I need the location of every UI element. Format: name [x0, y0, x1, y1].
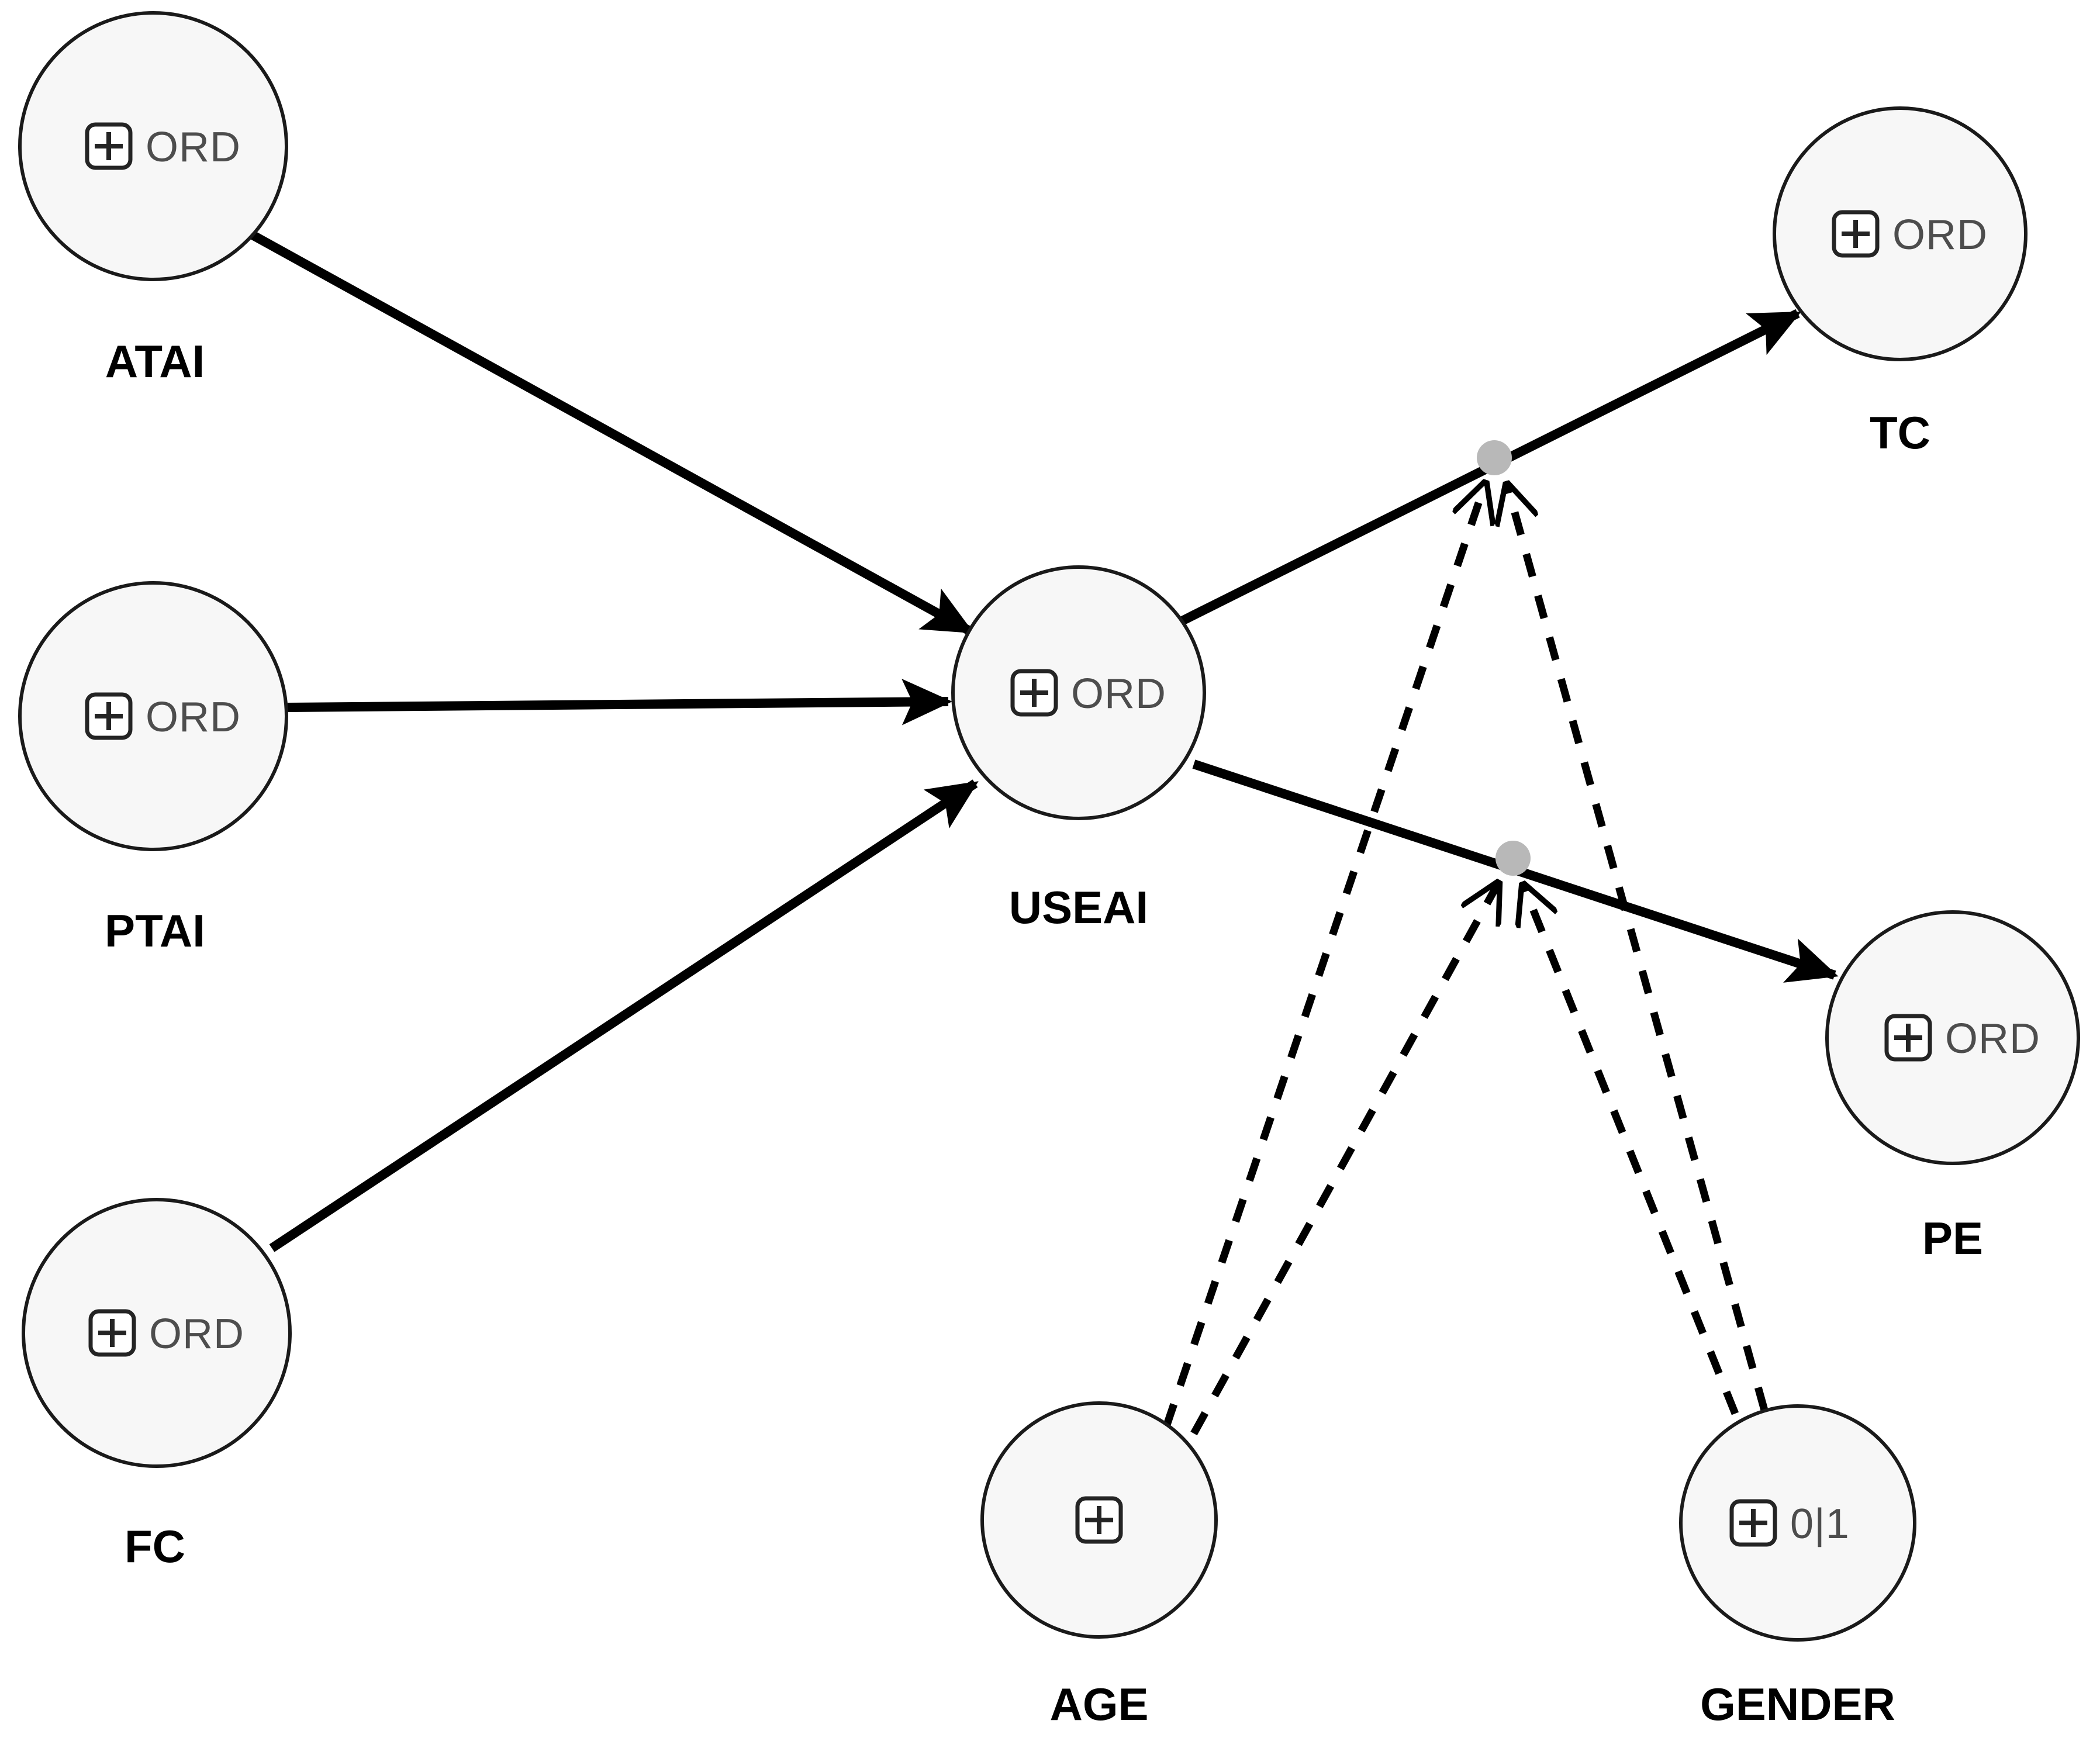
- node-inner-label-gender: 0|1: [1790, 1501, 1850, 1547]
- node-inner-label-atai: ORD: [146, 124, 241, 171]
- node-inner-label-pe: ORD: [1945, 1015, 2040, 1062]
- moderator-points-layer: [1477, 440, 1531, 876]
- node-pe[interactable]: ORD: [1825, 910, 2080, 1165]
- node-caption-pe: PE: [1922, 1212, 1983, 1264]
- node-circle-fc[interactable]: [22, 1198, 292, 1468]
- edge-atai-to-useai: [250, 230, 975, 636]
- node-inner-label-tc: ORD: [1892, 212, 1988, 258]
- node-circle-gender[interactable]: [1679, 1404, 1916, 1642]
- node-inner-label-fc: ORD: [149, 1311, 244, 1357]
- node-inner-label-ptai: ORD: [146, 694, 241, 741]
- plus-box-icon: [85, 692, 133, 740]
- node-circle-atai[interactable]: [18, 11, 288, 281]
- node-useai[interactable]: ORD: [951, 565, 1206, 820]
- node-fc[interactable]: ORD: [22, 1198, 292, 1468]
- node-caption-fc: FC: [125, 1521, 185, 1572]
- node-tc[interactable]: ORD: [1773, 106, 2028, 361]
- node-atai[interactable]: ORD: [18, 11, 288, 281]
- edge-gender-to-mod-useai-tc: [1507, 485, 1769, 1411]
- plus-box-icon: [1075, 1496, 1123, 1544]
- node-age[interactable]: [980, 1401, 1218, 1639]
- edges-layer: [250, 230, 1839, 1436]
- node-circle-tc[interactable]: [1773, 106, 2028, 361]
- node-caption-ptai: PTAI: [105, 905, 205, 956]
- node-circle-ptai[interactable]: [18, 581, 288, 851]
- edge-age-to-mod-useai-tc: [1162, 484, 1485, 1428]
- moderation-point-mod-useai-pe: [1495, 841, 1531, 876]
- plus-box-icon: [85, 122, 133, 170]
- moderation-point-mod-useai-tc: [1477, 440, 1512, 475]
- plus-box-icon: [1832, 210, 1880, 258]
- plus-box-icon: [88, 1309, 136, 1357]
- edge-age-to-mod-useai-pe: [1190, 884, 1498, 1436]
- node-circle-pe[interactable]: [1825, 910, 2080, 1165]
- node-caption-useai: USEAI: [1009, 882, 1148, 933]
- edge-ptai-to-useai: [287, 678, 952, 726]
- node-caption-atai: ATAI: [105, 336, 205, 387]
- node-gender[interactable]: 0|1: [1679, 1404, 1916, 1642]
- node-ptai[interactable]: ORD: [18, 581, 288, 851]
- node-caption-gender: GENDER: [1700, 1678, 1895, 1730]
- plus-box-icon: [1884, 1014, 1932, 1062]
- edge-fc-to-useai: [269, 779, 979, 1252]
- nodes-layer: ORD ATAI ORD PTAI ORD FC ORD USEAI ORD TC ORD PE AGE…: [18, 11, 2080, 1730]
- node-circle-useai[interactable]: [951, 565, 1206, 820]
- node-inner-label-useai: ORD: [1071, 671, 1166, 717]
- plus-box-icon: [1010, 669, 1058, 717]
- plus-box-icon: [1729, 1499, 1777, 1547]
- edge-gender-to-mod-useai-pe: [1524, 886, 1739, 1415]
- node-caption-tc: TC: [1870, 407, 1930, 458]
- node-caption-age: AGE: [1049, 1678, 1148, 1730]
